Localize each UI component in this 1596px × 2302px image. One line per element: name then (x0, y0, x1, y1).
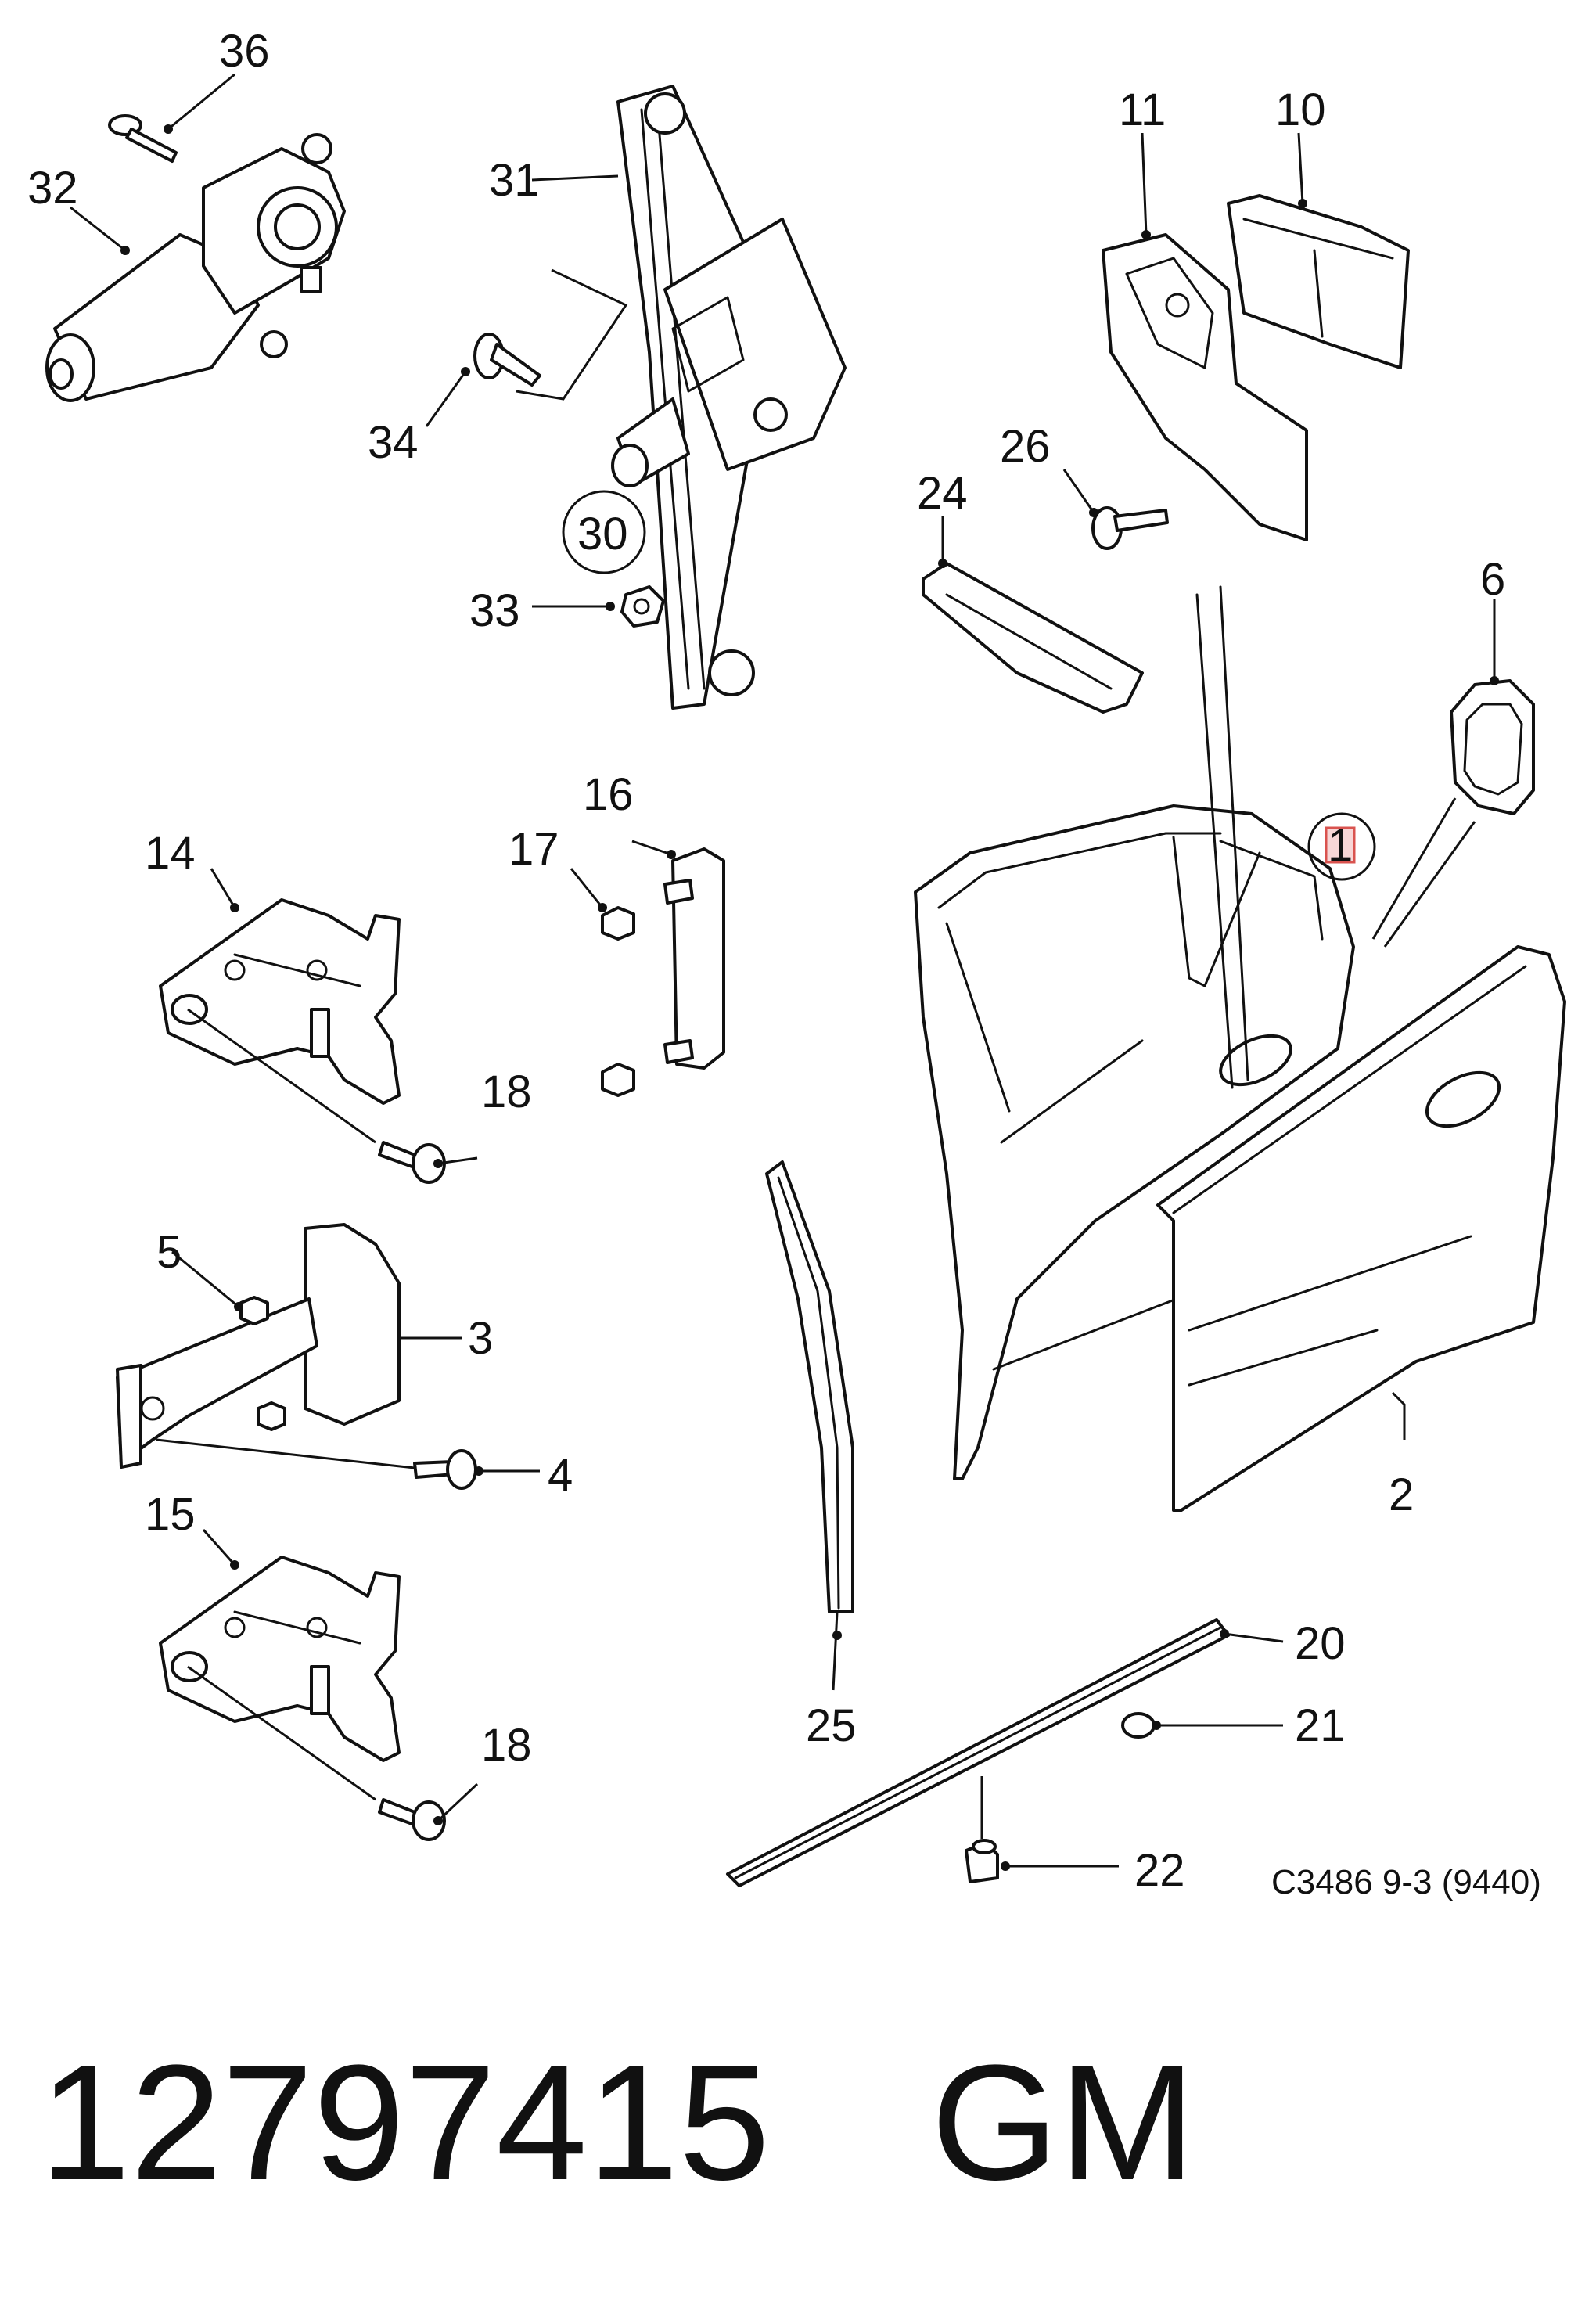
callout-34: 34 (368, 417, 419, 468)
screw-36 (108, 114, 178, 163)
screw-26 (1091, 506, 1169, 550)
screw-34 (473, 333, 541, 387)
highlight-marker-1 (1325, 826, 1356, 864)
screw-4 (413, 1449, 477, 1490)
glass-channel-25 (765, 1160, 854, 1613)
callout-30: 30 (577, 509, 628, 559)
nut-17-lower (601, 1063, 635, 1097)
screw-18-upper (378, 1141, 446, 1184)
callout-25: 25 (806, 1700, 857, 1751)
callout-22: 22 (1134, 1845, 1185, 1896)
callout-16: 16 (583, 769, 634, 820)
callout-1: 1 (1328, 820, 1353, 871)
window-regulator-31 (611, 85, 847, 710)
nut-33 (620, 585, 665, 628)
screw-18-lower (378, 1798, 446, 1841)
seal-strip-24 (922, 562, 1144, 714)
door-check-3 (116, 1223, 401, 1469)
callout-circle-1 (1307, 812, 1376, 881)
callout-labels: 36 32 31 34 30 33 11 10 26 24 6 1 2 14 1… (27, 26, 1505, 1896)
clip-21 (1121, 1712, 1156, 1739)
callout-20: 20 (1295, 1618, 1346, 1669)
callout-4: 4 (548, 1450, 573, 1501)
bracket-11 (1102, 233, 1308, 541)
callout-36: 36 (219, 26, 270, 77)
hinge-plate-16 (663, 847, 725, 1070)
nut-5-lower (257, 1401, 286, 1431)
window-motor-32 (45, 133, 346, 402)
nut-17-upper (601, 906, 635, 941)
callout-6: 6 (1480, 554, 1505, 605)
clip-22 (965, 1839, 999, 1883)
trim-panel-10 (1227, 194, 1410, 369)
upper-hinge-14 (159, 898, 401, 1105)
callout-18-lower: 18 (481, 1720, 532, 1771)
callout-10: 10 (1275, 85, 1326, 135)
callout-14: 14 (145, 828, 196, 879)
brand-name: GM (931, 2030, 1195, 2214)
grommet-6 (1450, 679, 1535, 815)
callout-18-upper: 18 (481, 1066, 532, 1117)
callout-32: 32 (27, 163, 78, 214)
lower-hinge-15 (159, 1556, 401, 1762)
leader-dots (120, 124, 1499, 1871)
door-shell-1 (914, 585, 1355, 1480)
callout-21: 21 (1295, 1700, 1346, 1751)
callout-33: 33 (469, 585, 520, 636)
callout-15: 15 (145, 1489, 196, 1540)
callout-26: 26 (1000, 421, 1051, 472)
callout-17: 17 (509, 824, 559, 875)
part-number: 12797415 (39, 2030, 770, 2214)
callout-circle-30 (562, 490, 646, 574)
callout-24: 24 (917, 468, 968, 519)
callout-31: 31 (489, 155, 540, 206)
callout-3: 3 (468, 1313, 493, 1364)
callout-2: 2 (1389, 1469, 1414, 1520)
drawing-code: C3486 9-3 (9440) (1271, 1863, 1541, 1901)
nut-5-upper (239, 1296, 269, 1325)
leader-lines (70, 73, 1496, 1868)
callout-11: 11 (1119, 85, 1166, 135)
callout-5: 5 (156, 1227, 182, 1278)
door-outer-panel-2 (1156, 945, 1566, 1512)
